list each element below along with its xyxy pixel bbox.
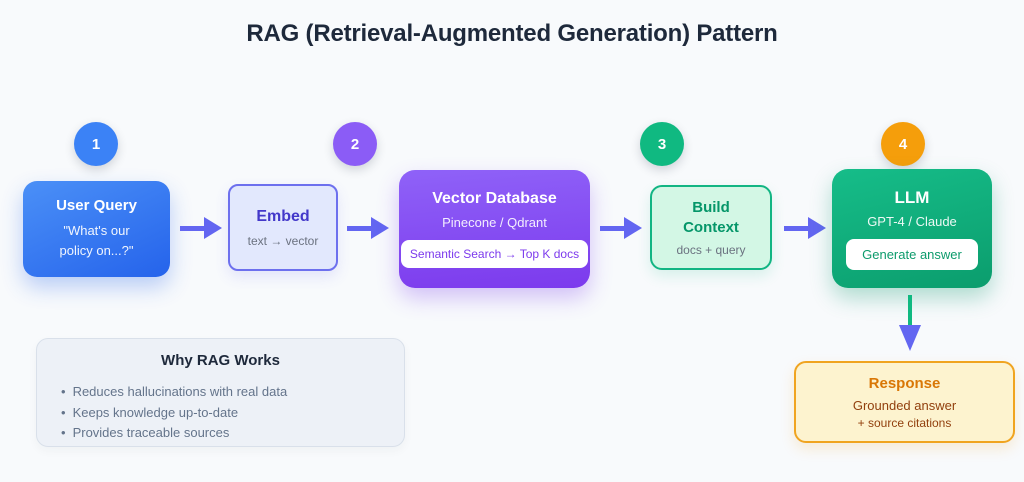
- node-vector-database-subtitle: Pinecone / Qdrant: [442, 215, 547, 230]
- list-item-text: Keeps knowledge up-to-date: [72, 404, 239, 420]
- list-item: • Provides traceable sources: [61, 423, 404, 444]
- arrow-stem: [908, 295, 912, 327]
- node-response: Response Grounded answer + source citati…: [794, 361, 1015, 443]
- step-circle-1: 1: [74, 122, 118, 166]
- step-number: 3: [657, 135, 667, 153]
- arrow-head: [371, 217, 389, 239]
- step-circle-2: 2: [333, 122, 377, 166]
- list-item: • Keeps knowledge up-to-date: [61, 403, 404, 424]
- node-embed-title: Embed: [256, 207, 310, 225]
- node-embed-subtitle: text → vector: [247, 233, 319, 248]
- node-llm-title: LLM: [894, 187, 930, 207]
- node-build-context-title: Build Context: [683, 198, 739, 236]
- arrow-head: [204, 217, 222, 239]
- arrow-head: [624, 217, 642, 239]
- why-panel-list: • Reduces hallucinations with real data …: [37, 382, 404, 444]
- node-user-query: User Query "What's our policy on...?": [23, 181, 170, 277]
- flow-arrow-right-icon: [347, 217, 389, 239]
- flow-arrow-down-icon: [898, 295, 922, 355]
- node-llm: LLM GPT-4 / Claude Generate answer: [832, 169, 992, 288]
- page-title: RAG (Retrieval-Augmented Generation) Pat…: [246, 20, 778, 47]
- node-vector-database: Vector Database Pinecone / Qdrant Semant…: [399, 170, 590, 288]
- flow-arrow-right-icon: [784, 217, 826, 239]
- step-circle-4: 4: [881, 122, 925, 166]
- semantic-search-badge: Semantic Search → Top K docs: [400, 240, 589, 268]
- node-llm-subtitle: GPT-4 / Claude: [867, 213, 957, 229]
- step-circle-3: 3: [640, 122, 684, 166]
- list-item-text: Reduces hallucinations with real data: [72, 384, 288, 399]
- node-response-title: Response: [868, 374, 941, 392]
- step-number: 4: [898, 135, 908, 153]
- generate-answer-badge: Generate answer: [846, 238, 978, 270]
- node-embed: Embed text → vector: [228, 184, 338, 271]
- node-response-line1: Grounded answer: [852, 397, 957, 413]
- why-panel-title: Why RAG Works: [161, 352, 280, 369]
- list-item: • Reduces hallucinations with real data: [61, 382, 404, 403]
- node-build-context-subtitle: docs + query: [676, 243, 746, 258]
- bullet-dot-icon: •: [61, 384, 66, 399]
- node-vector-database-title: Vector Database: [432, 190, 557, 207]
- bullet-dot-icon: •: [61, 425, 66, 440]
- why-rag-works-panel: Why RAG Works • Reduces hallucinations w…: [36, 338, 405, 447]
- arrow-head: [808, 217, 826, 239]
- arrow-stem: [347, 226, 373, 231]
- step-number: 2: [350, 135, 360, 153]
- arrow-head: [899, 325, 921, 351]
- flow-arrow-right-icon: [180, 217, 222, 239]
- node-user-query-title: User Query: [56, 196, 137, 214]
- step-number: 1: [91, 135, 101, 153]
- flow-arrow-right-icon: [600, 217, 642, 239]
- list-item-text: Provides traceable sources: [72, 425, 230, 440]
- node-build-context: Build Context docs + query: [650, 185, 772, 270]
- node-user-query-subtitle: "What's our policy on...?": [59, 222, 134, 258]
- node-response-line2: + source citations: [857, 415, 952, 430]
- arrow-stem: [600, 226, 626, 231]
- arrow-stem: [784, 226, 810, 231]
- arrow-stem: [180, 226, 206, 231]
- bullet-dot-icon: •: [61, 404, 66, 420]
